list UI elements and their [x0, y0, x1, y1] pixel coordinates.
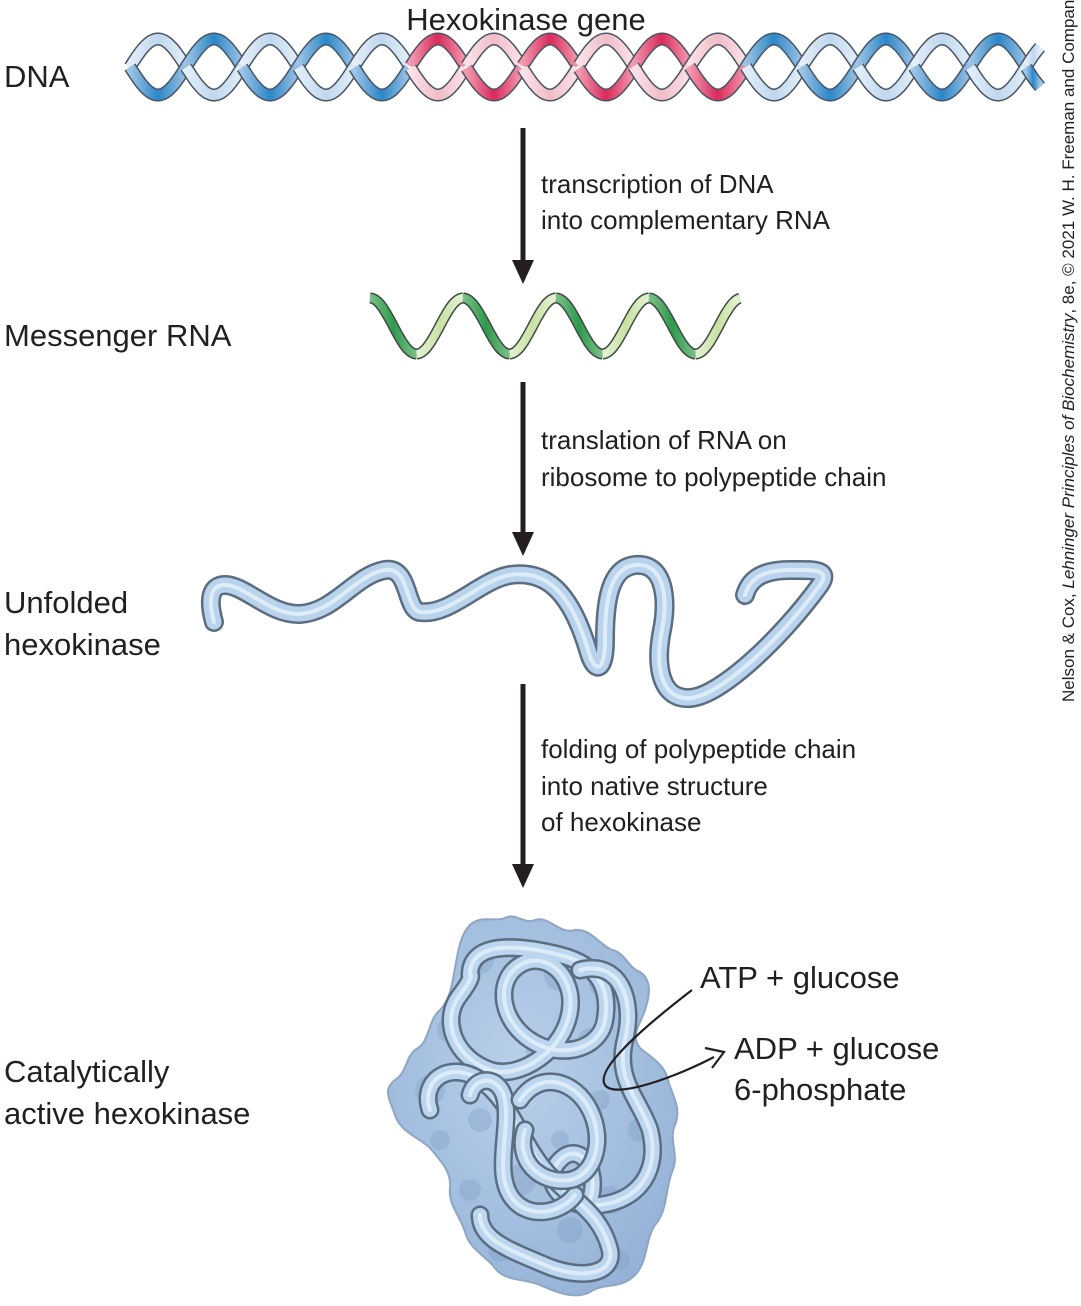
unfolded-polypeptide-chain: [200, 554, 834, 708]
messenger-rna-strand: [369, 292, 742, 360]
reaction-arrowhead: [704, 1046, 726, 1069]
translation-step-line-2: ribosome to polypeptide chain: [541, 462, 886, 492]
folding-arrow: [512, 684, 534, 888]
unfolded-label-line-2: hexokinase: [4, 627, 161, 662]
active-label-line-1: Catalytically: [4, 1054, 170, 1089]
dna-label: DNA: [4, 59, 70, 94]
folding-step-line-1: folding of polypeptide chain: [541, 734, 856, 764]
products-label-line-1: ADP + glucose: [734, 1031, 939, 1066]
folded-hexokinase-enzyme: [386, 915, 679, 1297]
reaction-arrow: [602, 989, 715, 1091]
mrna-label: Messenger RNA: [4, 318, 232, 353]
reactants-label: ATP + glucose: [700, 960, 900, 995]
active-label-line-2: active hexokinase: [4, 1096, 250, 1131]
products-label-line-2: 6-phosphate: [734, 1072, 906, 1107]
folding-step-line-2: into native structure: [541, 771, 768, 801]
transcription-step-line-1: transcription of DNA: [541, 169, 774, 199]
transcription-step-line-2: into complementary RNA: [541, 205, 831, 235]
folding-step-line-3: of hexokinase: [541, 807, 701, 837]
copyright-credit: Nelson & Cox, Lehninger Principles of Bi…: [1059, 0, 1078, 702]
dna-double-helix: [124, 32, 1045, 102]
translation-step-line-1: translation of RNA on: [541, 425, 787, 455]
folded-polypeptide-chain: [418, 938, 663, 1283]
translation-arrow: [512, 382, 534, 556]
unfolded-label-line-1: Unfolded: [4, 585, 128, 620]
gene-label: Hexokinase gene: [406, 2, 646, 37]
transcription-arrow: [512, 128, 534, 284]
